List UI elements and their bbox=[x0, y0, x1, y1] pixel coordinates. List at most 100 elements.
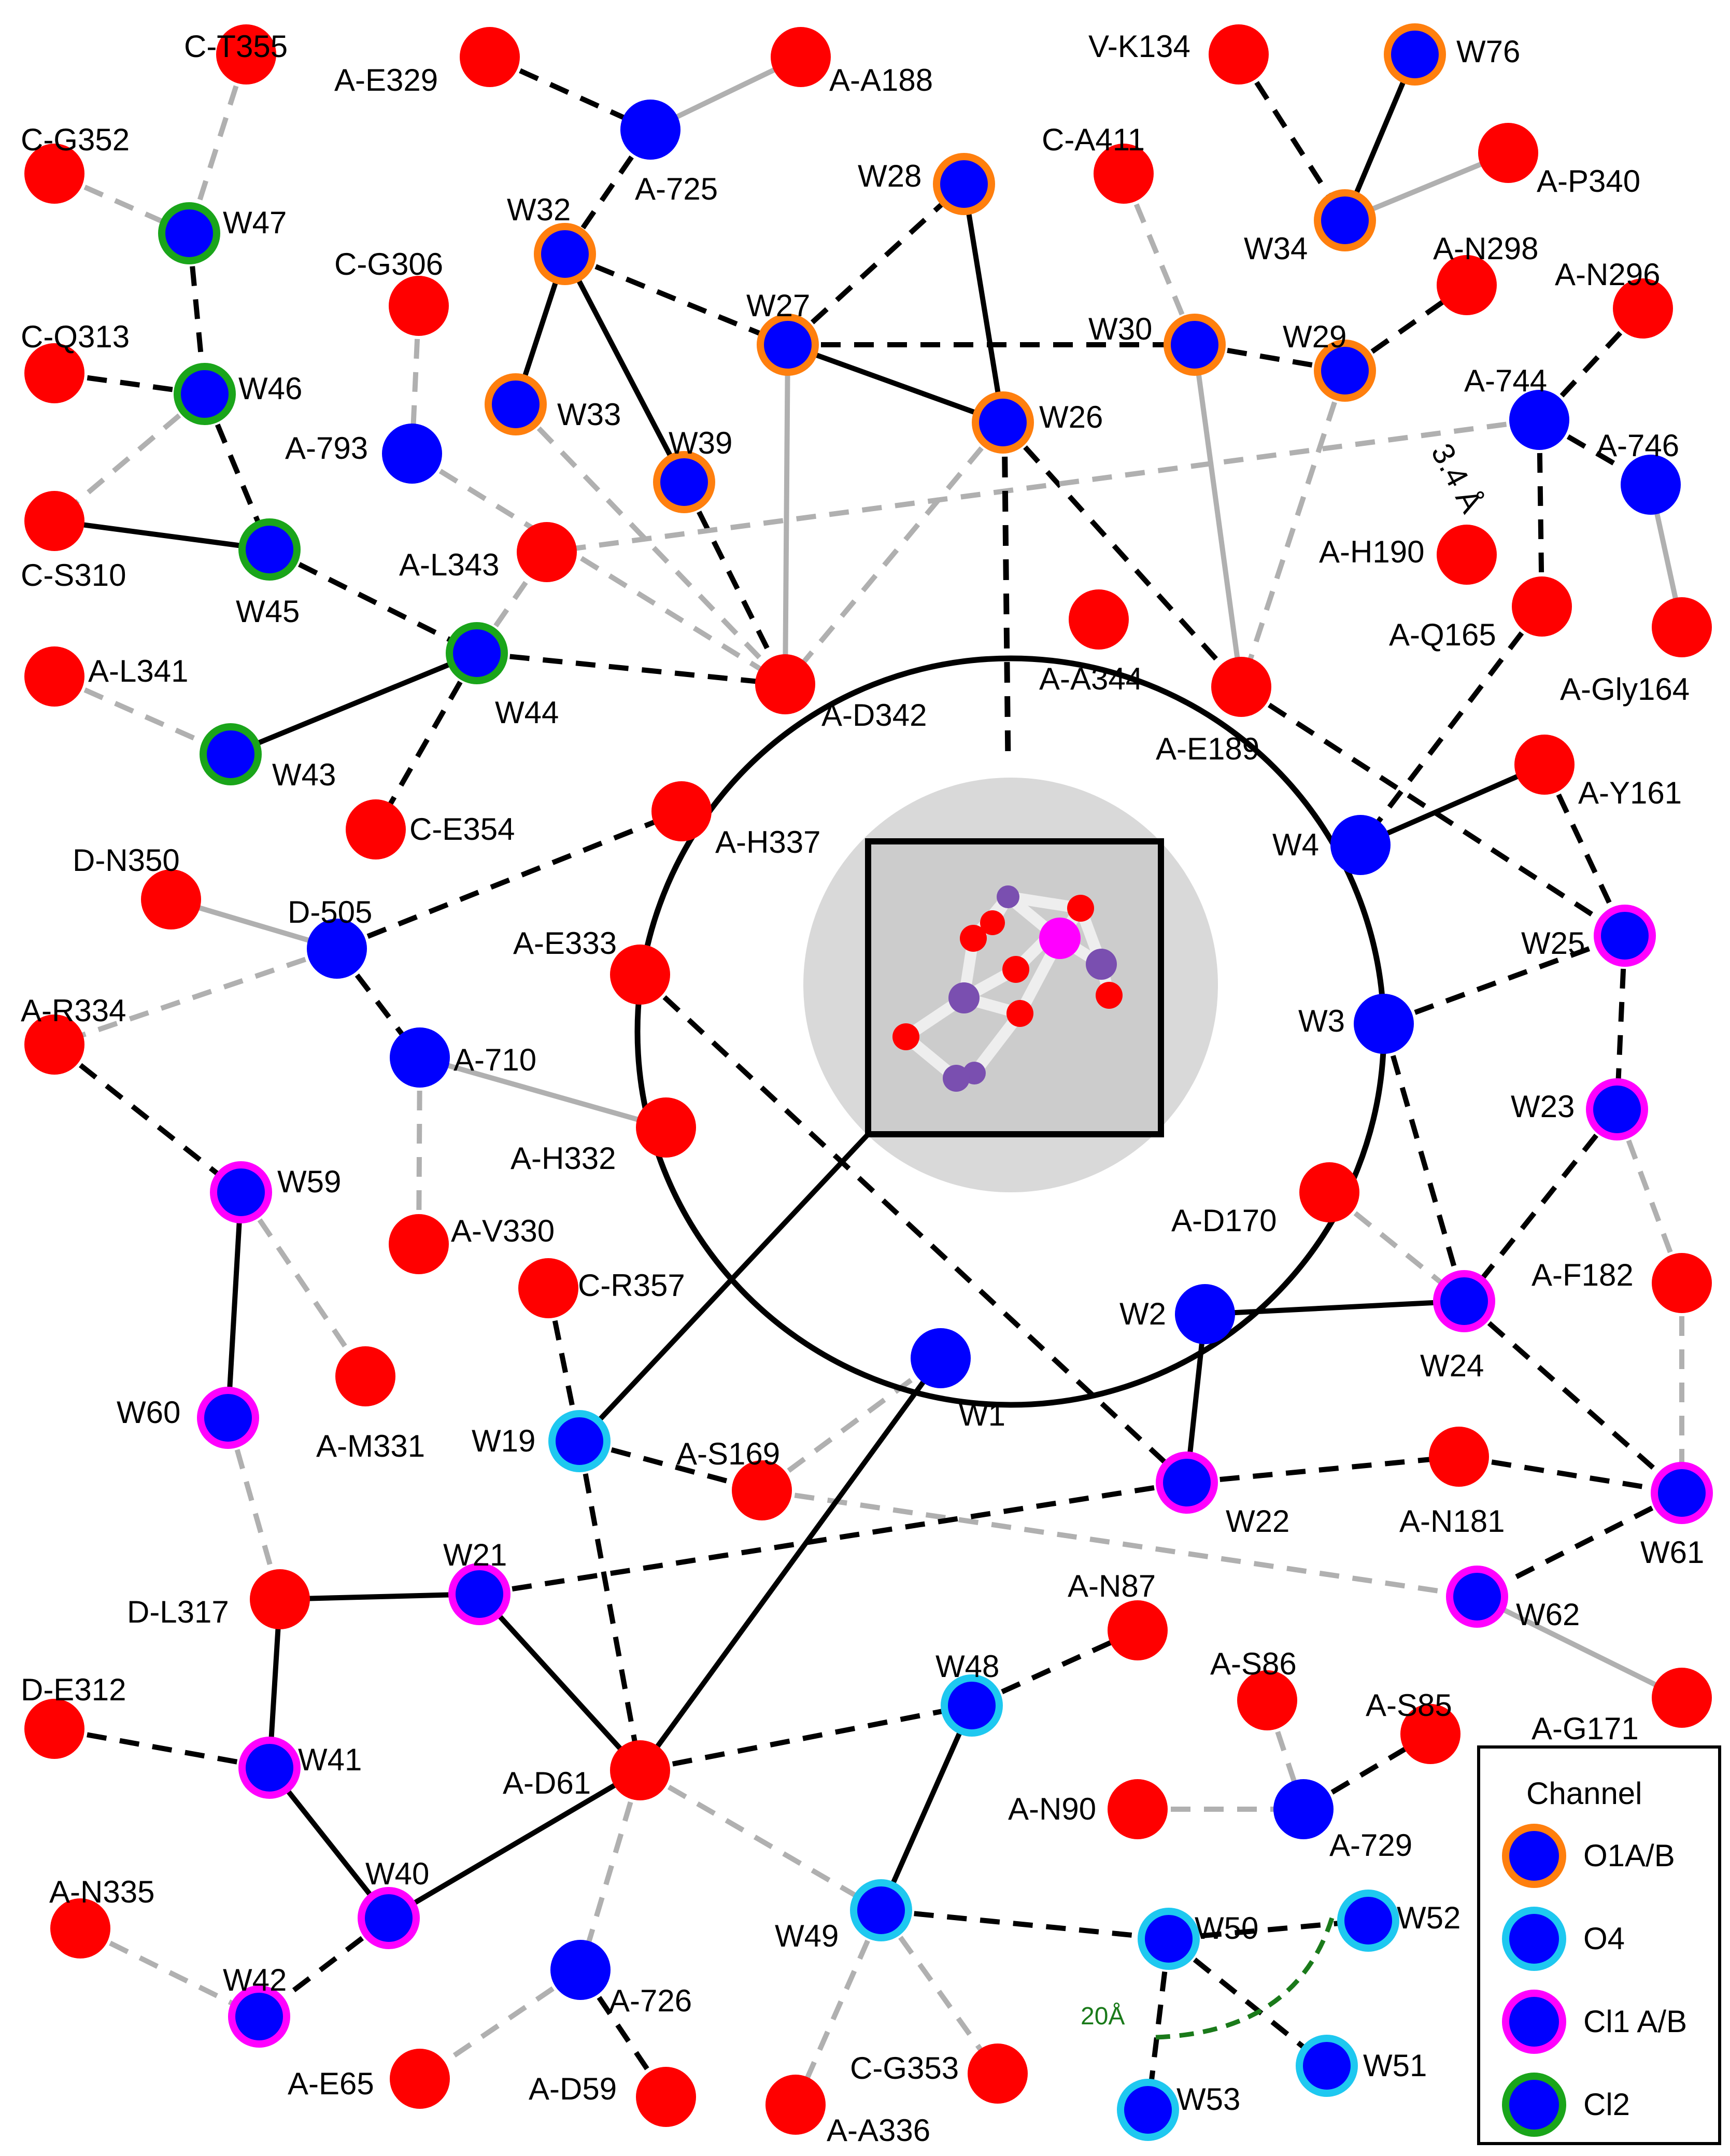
node-w27: W27 bbox=[746, 288, 819, 376]
node-marker-a-729 bbox=[1273, 1779, 1334, 1839]
node-marker-a-m331 bbox=[335, 1346, 395, 1406]
node-a-n298: A-N298 bbox=[1433, 231, 1538, 315]
legend-title: Channel bbox=[1526, 1776, 1642, 1811]
node-marker-a-s85 bbox=[1400, 1704, 1460, 1764]
edge-w50-w52 bbox=[1168, 1918, 1369, 1941]
edge-w41-w40 bbox=[267, 1766, 391, 1920]
node-w61: W61 bbox=[1640, 1462, 1713, 1570]
node-label-d-n350: D-N350 bbox=[73, 843, 180, 878]
edge-w1-a-d61 bbox=[637, 1357, 943, 1772]
node-marker-w32 bbox=[534, 223, 596, 285]
edge-a-e333-w22 bbox=[638, 973, 1189, 1485]
edge-a-793-a-d342 bbox=[410, 451, 787, 687]
legend-marker-cl2 bbox=[1502, 2073, 1566, 2137]
node-label-a-e333: A-E333 bbox=[513, 926, 617, 961]
node-a-n90: A-N90 bbox=[1008, 1779, 1168, 1839]
node-a-n335: A-N335 bbox=[49, 1875, 154, 1958]
node-marker-w25 bbox=[1594, 905, 1656, 967]
node-label-a-726: A-726 bbox=[609, 1983, 692, 2018]
node-label-w42: W42 bbox=[223, 1963, 287, 1997]
node-marker-a-746 bbox=[1621, 455, 1681, 515]
node-marker-w21 bbox=[448, 1563, 511, 1625]
edge-w44-a-d342 bbox=[476, 651, 786, 687]
edge-w50-w51 bbox=[1167, 1937, 1329, 2068]
node-marker-a-n90 bbox=[1108, 1779, 1168, 1839]
node-marker-a-a344 bbox=[1069, 589, 1129, 650]
edge-w43-w44 bbox=[230, 651, 478, 757]
node-label-w45: W45 bbox=[236, 594, 300, 629]
node-marker-w2 bbox=[1175, 1284, 1235, 1344]
edge-a-e189-w25 bbox=[1240, 684, 1626, 938]
node-marker-a-d342 bbox=[755, 654, 815, 714]
node-label-a-d59: A-D59 bbox=[529, 2072, 617, 2106]
node-marker-w50 bbox=[1138, 1908, 1200, 1970]
node-label-a-g171: A-G171 bbox=[1532, 1711, 1639, 1746]
node-label-a-729: A-729 bbox=[1329, 1828, 1412, 1863]
node-a-793: A-793 bbox=[285, 424, 442, 484]
node-marker-w48 bbox=[941, 1674, 1003, 1737]
node-label-a-s85: A-S85 bbox=[1366, 1688, 1452, 1723]
node-label-c-g306: C-G306 bbox=[334, 247, 443, 281]
edge-w27-a-d342 bbox=[783, 344, 790, 685]
node-w21: W21 bbox=[443, 1538, 511, 1625]
node-label-w46: W46 bbox=[238, 371, 302, 406]
node-w23: W23 bbox=[1511, 1078, 1648, 1140]
node-c-g352: C-G352 bbox=[21, 122, 130, 204]
edge-w61-w62 bbox=[1476, 1490, 1683, 1599]
node-marker-w46 bbox=[174, 363, 236, 425]
node-label-w26: W26 bbox=[1039, 400, 1103, 434]
node-marker-a-d59 bbox=[636, 2067, 696, 2127]
node-marker-w60 bbox=[197, 1387, 259, 1449]
edge-w62-a-g171 bbox=[1476, 1594, 1683, 1700]
node-w41: W41 bbox=[238, 1737, 362, 1799]
node-marker-w33 bbox=[485, 373, 547, 435]
node-w26: W26 bbox=[972, 391, 1103, 454]
node-label-a-d342: A-D342 bbox=[821, 698, 927, 732]
node-label-w53: W53 bbox=[1176, 2082, 1240, 2117]
node-marker-w61 bbox=[1651, 1462, 1713, 1524]
edge-a-710-a-h332 bbox=[419, 1055, 667, 1130]
node-a-e329: A-E329 bbox=[334, 27, 520, 97]
node-label-a-a188: A-A188 bbox=[829, 63, 933, 97]
node-label-c-a411: C-A411 bbox=[1042, 122, 1145, 157]
edge-w19-a-d61 bbox=[577, 1441, 643, 1771]
node-marker-w40 bbox=[358, 1887, 420, 1949]
node-marker-a-n298 bbox=[1437, 255, 1497, 315]
node-marker-a-h190 bbox=[1437, 525, 1497, 585]
edge-w27-w26 bbox=[787, 342, 1004, 425]
node-w4: W4 bbox=[1272, 815, 1391, 875]
node-w60: W60 bbox=[117, 1387, 259, 1449]
node-marker-a-n335 bbox=[50, 1898, 110, 1958]
node-marker-c-s310 bbox=[24, 491, 84, 551]
node-marker-a-v330 bbox=[389, 1214, 449, 1274]
node-marker-w59 bbox=[210, 1161, 272, 1223]
node-marker-w24 bbox=[1433, 1270, 1495, 1332]
node-marker-a-n87 bbox=[1108, 1600, 1168, 1660]
node-c-g353: C-G353 bbox=[850, 2044, 1028, 2104]
node-marker-w1 bbox=[911, 1328, 971, 1388]
node-label-w33: W33 bbox=[557, 397, 621, 432]
node-marker-w76 bbox=[1384, 23, 1446, 86]
edge-w29-a-n298 bbox=[1343, 283, 1468, 373]
node-label-w76: W76 bbox=[1456, 34, 1520, 69]
node-label-c-t355: C-T355 bbox=[184, 29, 288, 64]
edge-c-r357-w19 bbox=[546, 1288, 582, 1442]
edge-a-q165-w4 bbox=[1358, 604, 1544, 847]
node-label-a-744: A-744 bbox=[1464, 363, 1547, 398]
node-marker-c-q313 bbox=[24, 343, 84, 403]
edge-a-729-a-s85 bbox=[1302, 1731, 1432, 1812]
legend-marker-o1 bbox=[1502, 1824, 1566, 1888]
edge-d-505-a-h337 bbox=[336, 809, 683, 951]
node-label-a-e189: A-E189 bbox=[1156, 731, 1259, 766]
node-label-c-e354: C-E354 bbox=[409, 812, 515, 847]
node-marker-d-n350 bbox=[141, 869, 201, 929]
node-marker-w49 bbox=[850, 1879, 912, 1941]
node-w52: W52 bbox=[1337, 1890, 1460, 1952]
node-label-w39: W39 bbox=[669, 426, 732, 460]
node-w44: W44 bbox=[446, 622, 559, 730]
edge-c-q313-w46 bbox=[54, 371, 205, 397]
node-label-w2: W2 bbox=[1119, 1297, 1166, 1331]
node-v-k134: V-K134 bbox=[1088, 24, 1269, 84]
node-label-w29: W29 bbox=[1283, 319, 1346, 354]
